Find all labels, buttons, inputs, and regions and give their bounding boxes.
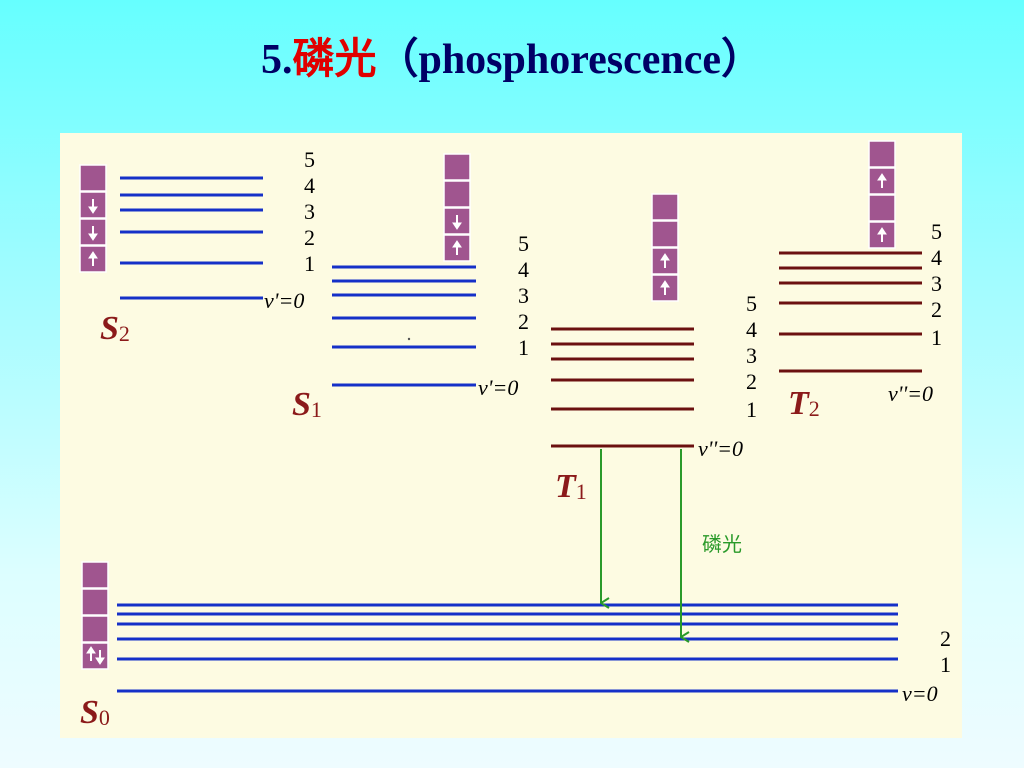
level-number: 4 [931, 245, 942, 270]
level-number: 2 [940, 626, 951, 651]
title-number: 5. [260, 37, 293, 83]
electron-box [81, 615, 109, 643]
ground-vibrational-label: v'=0 [264, 288, 304, 313]
t2-levels [779, 251, 922, 373]
title-english: （phosphorescence） [376, 37, 764, 83]
up-arrow-icon [88, 251, 98, 266]
up-arrow-icon [877, 227, 887, 242]
down-arrow-icon [452, 215, 462, 230]
level-number: 3 [931, 271, 942, 296]
ground-vibrational-label: v=0 [902, 681, 938, 706]
down-arrow-icon [88, 226, 98, 241]
electron-box [79, 164, 107, 192]
level-number: 1 [931, 325, 942, 350]
level-number: 2 [931, 297, 942, 322]
level-number: 4 [746, 317, 757, 342]
state-s1: 5 4 3 2 1 v'=0 S1 [292, 153, 529, 423]
t1-electron-boxes [651, 193, 679, 302]
s2-electron-boxes [79, 164, 107, 273]
level-number: 1 [940, 652, 951, 677]
level-number: 5 [518, 231, 529, 256]
stray-dot [407, 337, 411, 341]
ground-vibrational-label: v''=0 [888, 381, 933, 406]
t1-levels [551, 327, 694, 448]
state-label-t2: T2 [788, 385, 820, 422]
up-arrow-icon [660, 253, 670, 268]
state-s2: 5 4 3 2 1 v'=0 S2 [79, 147, 315, 347]
level-number: 3 [746, 343, 757, 368]
down-arrow-icon [88, 199, 98, 214]
up-down-arrows-icon [86, 646, 105, 665]
s1-electron-boxes [443, 153, 471, 262]
state-label-s0: S0 [80, 694, 110, 731]
state-label-s2: S2 [100, 310, 130, 347]
jablonski-diagram: 5 4 3 2 1 v'=0 S2 5 4 3 2 1 v'=0 [60, 133, 962, 738]
level-number: 1 [746, 397, 757, 422]
t2-electron-boxes [868, 140, 896, 249]
up-arrow-icon [877, 173, 887, 188]
s2-levels [120, 176, 263, 300]
s0-electron-boxes [81, 561, 109, 670]
state-label-s1: S1 [292, 386, 322, 423]
level-number: 3 [304, 199, 315, 224]
electron-box [443, 153, 471, 181]
electron-box [651, 247, 679, 275]
up-arrow-icon [452, 240, 462, 255]
level-number: 5 [931, 219, 942, 244]
level-number: 5 [746, 291, 757, 316]
level-number: 5 [304, 147, 315, 172]
level-number: 2 [304, 225, 315, 250]
ground-vibrational-label: v'=0 [478, 375, 518, 400]
phosphorescence-transitions: 磷光 [600, 449, 742, 637]
s1-levels [332, 265, 476, 387]
electron-box [81, 642, 109, 670]
electron-box [443, 180, 471, 208]
phosphorescence-label: 磷光 [702, 532, 742, 556]
level-number: 2 [746, 369, 757, 394]
electron-box [81, 588, 109, 616]
state-t1: 5 4 3 2 1 v''=0 T1 [551, 193, 757, 505]
state-label-t1: T1 [555, 468, 587, 505]
state-s0: 2 1 v=0 S0 [80, 561, 951, 731]
level-number: 2 [518, 309, 529, 334]
electron-box [81, 561, 109, 589]
electron-box [651, 220, 679, 248]
ground-vibrational-label: v''=0 [698, 436, 743, 461]
level-number: 1 [304, 251, 315, 276]
state-t2: 5 4 3 2 1 v''=0 T2 [779, 140, 942, 422]
level-number: 4 [518, 257, 529, 282]
s0-levels [117, 603, 898, 693]
title-chinese: 磷光 [292, 34, 377, 83]
level-number: 3 [518, 283, 529, 308]
electron-box [651, 193, 679, 221]
up-arrow-icon [660, 280, 670, 295]
electron-box [868, 194, 896, 222]
slide-title: 5.磷光（phosphorescence） [0, 34, 1024, 83]
level-number: 1 [518, 335, 529, 360]
level-number: 4 [304, 173, 315, 198]
electron-box [868, 140, 896, 168]
